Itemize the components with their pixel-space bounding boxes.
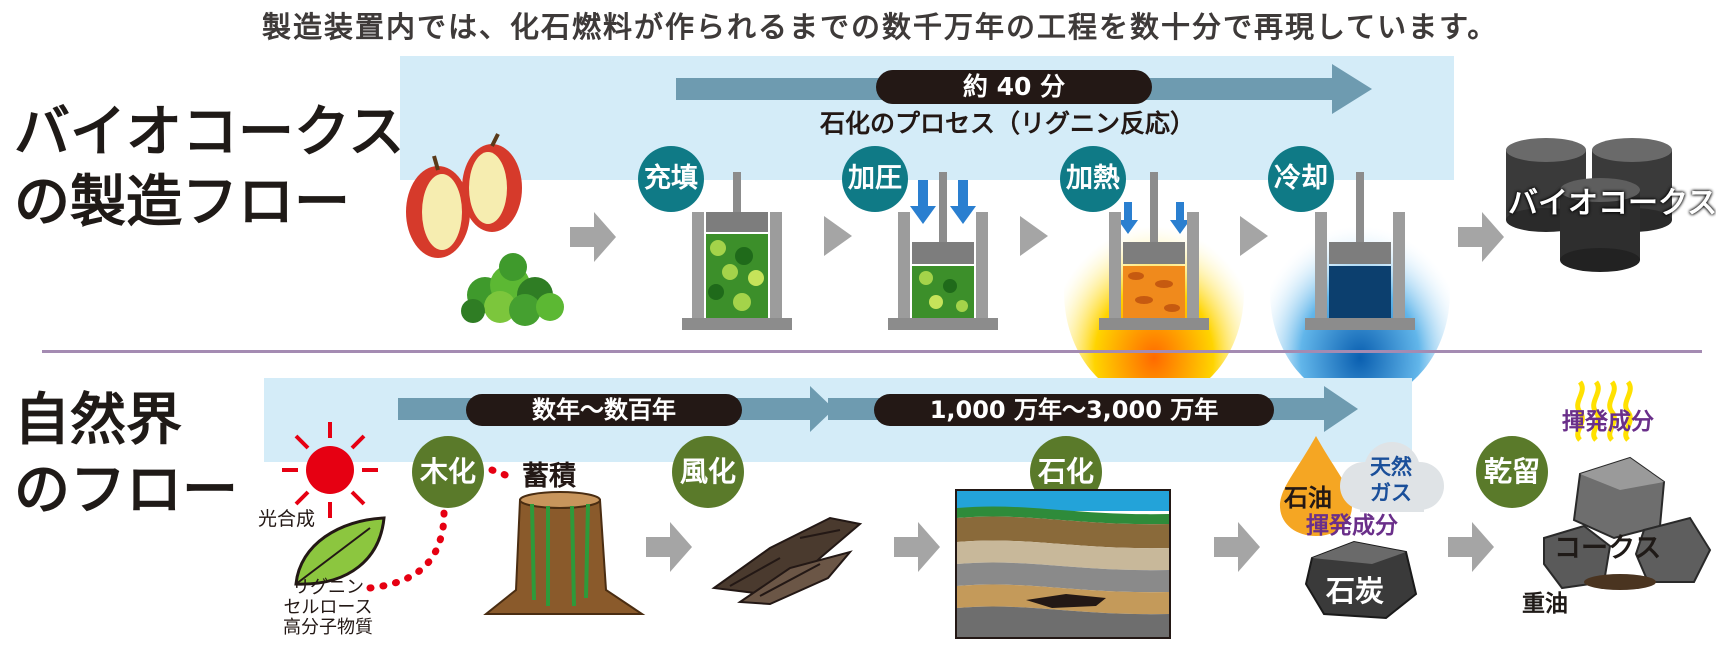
bio-time-pill: 約 40 分 [876, 70, 1152, 104]
bio-title: バイオコークス の製造フロー [14, 98, 404, 238]
headline: 製造装置内では、化石燃料が作られるまでの数千万年の工程を数十分で再現しています。 [262, 10, 1499, 44]
step-weather-badge: 風化 [672, 436, 744, 508]
coal-label: 石炭 [1326, 574, 1385, 608]
volatile-label-2: 揮発成分 [1562, 409, 1654, 435]
press-heat-icon [1064, 172, 1244, 402]
material-cellulose: セルロース [283, 597, 373, 618]
step-pressurize-badge: 加圧 [842, 146, 908, 212]
oil-drop-icon [1280, 436, 1352, 536]
coke-icon [1543, 456, 1712, 590]
flow-arrow-icon [1448, 522, 1494, 572]
leaf-icon [294, 516, 386, 586]
gas-cloud-icon [1340, 442, 1444, 512]
flow-arrow-icon [646, 522, 692, 572]
flow-arrow-icon [570, 212, 616, 262]
material-lignin: リグニン [292, 577, 364, 598]
bio-title-line2: の製造フロー [14, 170, 350, 235]
photosynthesis-label: 光合成 [258, 508, 316, 530]
bio-coke-product-icon [1506, 138, 1672, 272]
flow-arrow-icon [824, 216, 852, 256]
flow-arrow-icon [1240, 216, 1268, 256]
press-cool-icon [1270, 172, 1450, 402]
gas-label-line1: 天然 [1370, 455, 1412, 479]
coke-label: コークス [1554, 533, 1662, 564]
nature-pill-millions: 1,000 万年〜3,000 万年 [874, 394, 1274, 426]
gas-label: 天然 ガス [1360, 454, 1422, 506]
bio-coke-label: バイオコークス [1508, 186, 1716, 221]
leaf-pile-icon [461, 253, 564, 326]
step-fill-badge: 充填 [638, 146, 704, 212]
volatile-label: 揮発成分 [1306, 513, 1398, 539]
oil-label: 石油 [1284, 484, 1332, 512]
bio-process-label: 石化のプロセス（リグニン反応） [820, 109, 1196, 138]
material-polymer: 高分子物質 [283, 617, 373, 638]
materials-list: リグニン セルロース 高分子物質 [280, 578, 376, 638]
flow-arrow-icon [1458, 212, 1504, 262]
tree-stump-icon [483, 491, 646, 615]
flow-arrow-icon [1214, 522, 1260, 572]
press-pressurize-icon [888, 172, 998, 330]
sun-icon [282, 422, 378, 518]
bio-title-line1: バイオコークス [14, 100, 405, 165]
nature-title-line1: 自然界 [14, 388, 182, 453]
weathered-wood-icon [711, 516, 863, 606]
flow-arrow-icon [894, 522, 940, 572]
apple-core-icon [406, 133, 522, 258]
dotted-path-icon [366, 466, 512, 592]
step-carbonize-badge: 乾留 [1476, 436, 1548, 508]
step-accumulate-label: 蓄積 [522, 461, 576, 492]
nature-pill-years: 数年〜数百年 [466, 394, 742, 426]
volatile-waves-icon [1575, 380, 1633, 442]
nature-title: 自然界 のフロー [14, 386, 238, 526]
flow-arrow-icon [1020, 216, 1048, 256]
strata-icon [955, 489, 1171, 639]
section-divider [42, 350, 1702, 353]
step-lignify-badge: 木化 [412, 436, 484, 508]
nature-title-line2: のフロー [14, 458, 238, 523]
gas-label-line2: ガス [1370, 481, 1412, 505]
heavy-oil-label: 重油 [1522, 591, 1568, 617]
press-fill-icon [682, 172, 792, 330]
coal-icon [1304, 540, 1418, 620]
